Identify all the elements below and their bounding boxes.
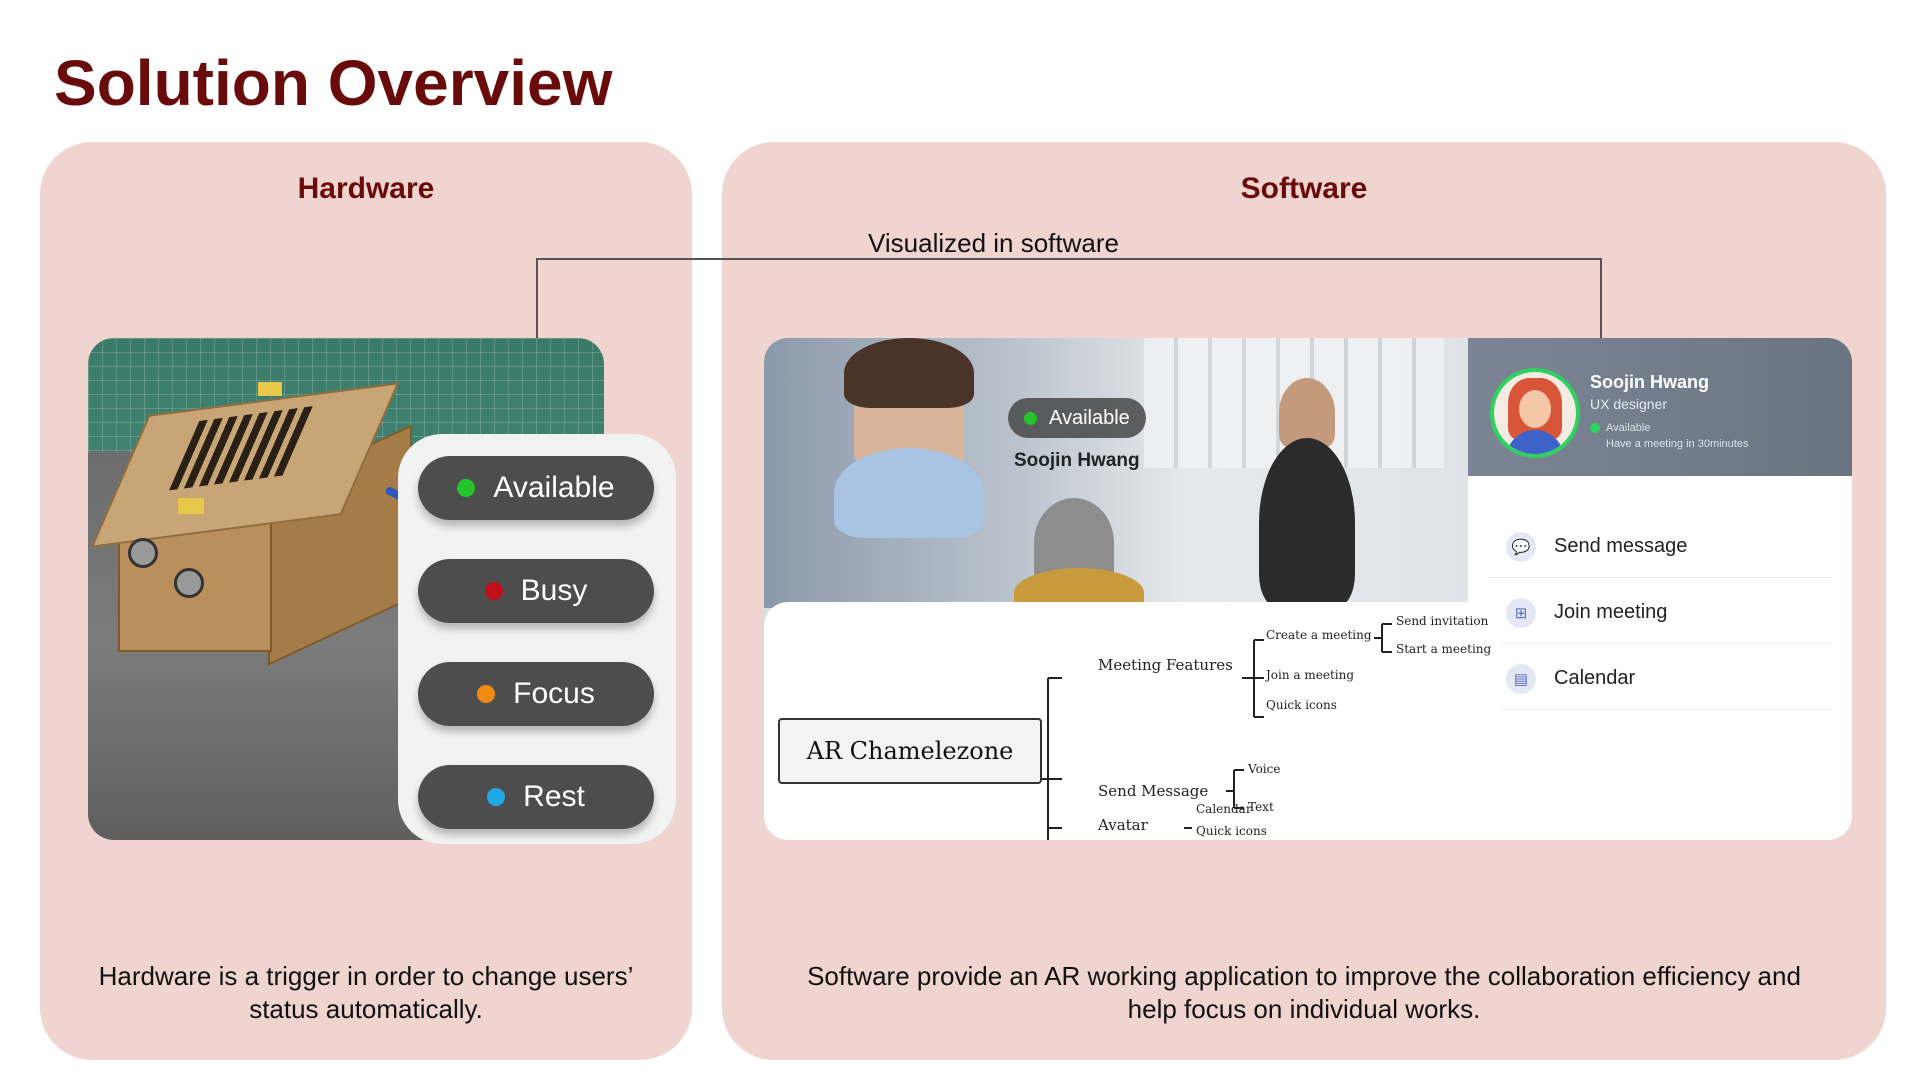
- mindmap-meeting-features: Meeting Features: [1098, 656, 1233, 674]
- status-label: Rest: [523, 780, 585, 813]
- connector-line-top: [536, 258, 1602, 260]
- status-dot-icon: [484, 582, 503, 600]
- connector-label: Visualized in software: [868, 228, 1119, 258]
- calendar-button[interactable]: ▤ Calendar: [1488, 648, 1832, 710]
- mindmap-quick-icons-2: Quick icons: [1196, 824, 1267, 838]
- menu-label: Join meeting: [1554, 601, 1668, 623]
- webcam-person-hair: [844, 338, 974, 408]
- mindmap-calendar: Calendar: [1196, 802, 1252, 816]
- scene-status-label: Available: [1049, 406, 1130, 429]
- mindmap-send-message: Send Message: [1098, 782, 1209, 800]
- profile-note: Have a meeting in 30minutes: [1606, 438, 1749, 450]
- profile-name: Soojin Hwang: [1590, 372, 1709, 392]
- mindmap-create-meeting: Create a meeting: [1266, 628, 1372, 642]
- status-dot-icon: [487, 788, 506, 806]
- scene-status-pill: Available: [1008, 398, 1146, 438]
- mindmap-send-invitation: Send invitation: [1396, 614, 1489, 628]
- tape: [178, 498, 204, 514]
- software-screenshot: Available Soojin Hwang Soojin Hwang UX d…: [764, 338, 1852, 840]
- mindmap-start-meeting: Start a meeting: [1396, 642, 1492, 656]
- menu-label: Send message: [1554, 535, 1688, 557]
- send-message-button[interactable]: 💬 Send message: [1488, 516, 1832, 578]
- avatar-face: [1519, 390, 1551, 428]
- slide-title: Solution Overview: [54, 47, 613, 119]
- status-card: Available Busy Focus Rest: [398, 434, 676, 844]
- mindmap-root: AR Chamelezone: [778, 718, 1042, 784]
- join-meeting-button[interactable]: ⊞ Join meeting: [1488, 582, 1832, 644]
- chat-icon: 💬: [1506, 531, 1536, 562]
- hardware-description: Hardware is a trigger in order to change…: [98, 961, 634, 1024]
- status-button-focus[interactable]: Focus: [418, 662, 654, 726]
- avatar-person: [1279, 378, 1335, 448]
- mindmap-text: Text: [1248, 800, 1274, 814]
- hardware-heading: Hardware: [297, 172, 435, 205]
- mindmap-voice: Voice: [1248, 762, 1281, 776]
- profile-role: UX designer: [1590, 396, 1668, 412]
- software-description: Software provide an AR working applicati…: [807, 961, 1801, 1024]
- avatar-person-body: [1259, 438, 1355, 608]
- status-dot-icon: [457, 479, 476, 497]
- connector-line-left: [536, 258, 538, 368]
- connector-line-right: [1600, 258, 1602, 338]
- avatar[interactable]: [1490, 368, 1580, 458]
- plus-square-icon: ⊞: [1506, 597, 1536, 628]
- status-dot-icon: [1024, 411, 1037, 425]
- scene-user-name: Soojin Hwang: [1014, 450, 1140, 471]
- mindmap-avatar: Avatar: [1098, 816, 1148, 834]
- status-button-available[interactable]: Available: [418, 456, 654, 520]
- mindmap-join-meeting: Join a meeting: [1266, 668, 1355, 682]
- mindmap-quick-icons-1: Quick icons: [1266, 698, 1337, 712]
- status-button-rest[interactable]: Rest: [418, 765, 654, 829]
- profile-status-label: Available: [1606, 422, 1651, 434]
- software-heading: Software: [1240, 172, 1368, 205]
- ultrasonic-sensor: [174, 568, 204, 598]
- status-label: Focus: [513, 677, 595, 710]
- profile-header: Soojin Hwang UX designer Available Have …: [1468, 338, 1852, 476]
- ar-scene: Available Soojin Hwang: [764, 338, 1468, 618]
- webcam-person-body: [834, 448, 984, 538]
- menu-label: Calendar: [1554, 667, 1636, 689]
- status-button-busy[interactable]: Busy: [418, 559, 654, 623]
- status-dot-icon: [477, 685, 496, 703]
- ultrasonic-sensor: [128, 538, 158, 568]
- status-label: Available: [493, 471, 615, 504]
- status-dot-icon: [1590, 423, 1600, 433]
- profile-status: Available: [1590, 422, 1650, 434]
- calendar-icon: ▤: [1506, 663, 1536, 694]
- feature-mindmap: AR Chamelezone Meeting Features Create a…: [764, 602, 1502, 840]
- status-label: Busy: [520, 574, 588, 607]
- tape: [258, 382, 282, 396]
- mindmap-connectors: [1038, 623, 1392, 840]
- action-menu: 💬 Send message ⊞ Join meeting ▤ Calendar: [1468, 476, 1852, 840]
